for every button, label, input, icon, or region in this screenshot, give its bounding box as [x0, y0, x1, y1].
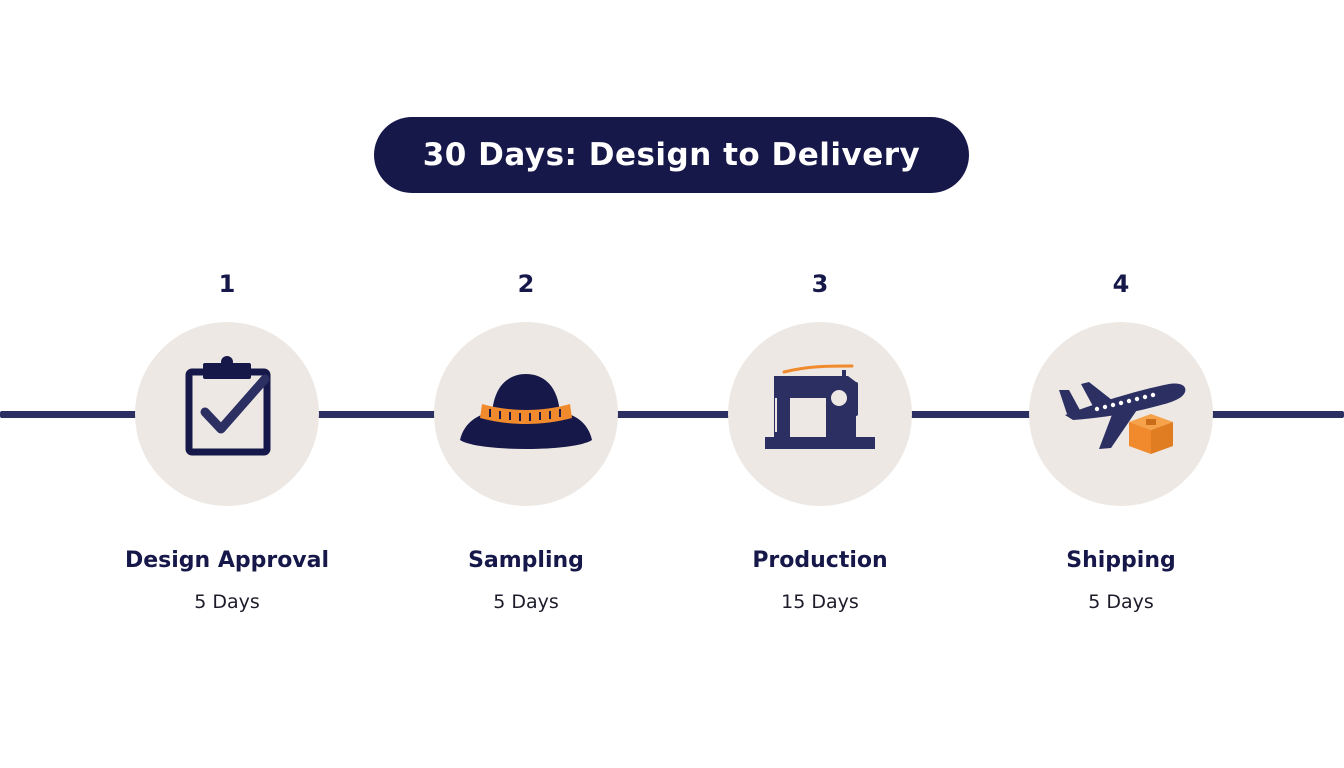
- step-production: 3 Production 15 Days: [670, 0, 970, 768]
- step-duration: 5 Days: [493, 591, 559, 613]
- page-title: 30 Days: Design to Delivery: [422, 137, 921, 173]
- timeline-line: [0, 411, 1344, 418]
- step-label: Sampling: [468, 548, 584, 573]
- clipboard-check-icon: [185, 356, 271, 456]
- step-duration: 5 Days: [194, 591, 260, 613]
- step-number: 1: [218, 270, 236, 298]
- step-number: 4: [1112, 270, 1130, 298]
- step-label: Design Approval: [124, 548, 330, 573]
- step-circle: [728, 322, 912, 506]
- step-label: Production: [752, 548, 888, 573]
- step-circle: [1029, 322, 1213, 506]
- step-number: 3: [811, 270, 829, 298]
- step-duration: 5 Days: [1088, 591, 1154, 613]
- bucket-hat-icon: [460, 374, 592, 449]
- step-circle: [135, 322, 319, 506]
- title-banner: 30 Days: Design to Delivery: [374, 117, 969, 193]
- step-circle: [434, 322, 618, 506]
- step-sampling: 2 Sampling 5 Days: [376, 0, 676, 768]
- step-design-approval: 1 Design Approval 5 Days: [77, 0, 377, 768]
- step-duration: 15 Days: [781, 591, 859, 613]
- step-label: Shipping: [1066, 548, 1176, 573]
- sewing-machine-icon: [765, 364, 875, 449]
- step-number: 2: [517, 270, 535, 298]
- step-shipping: 4 Shipping 5 Days: [971, 0, 1271, 768]
- airplane-box-icon: [1059, 382, 1186, 454]
